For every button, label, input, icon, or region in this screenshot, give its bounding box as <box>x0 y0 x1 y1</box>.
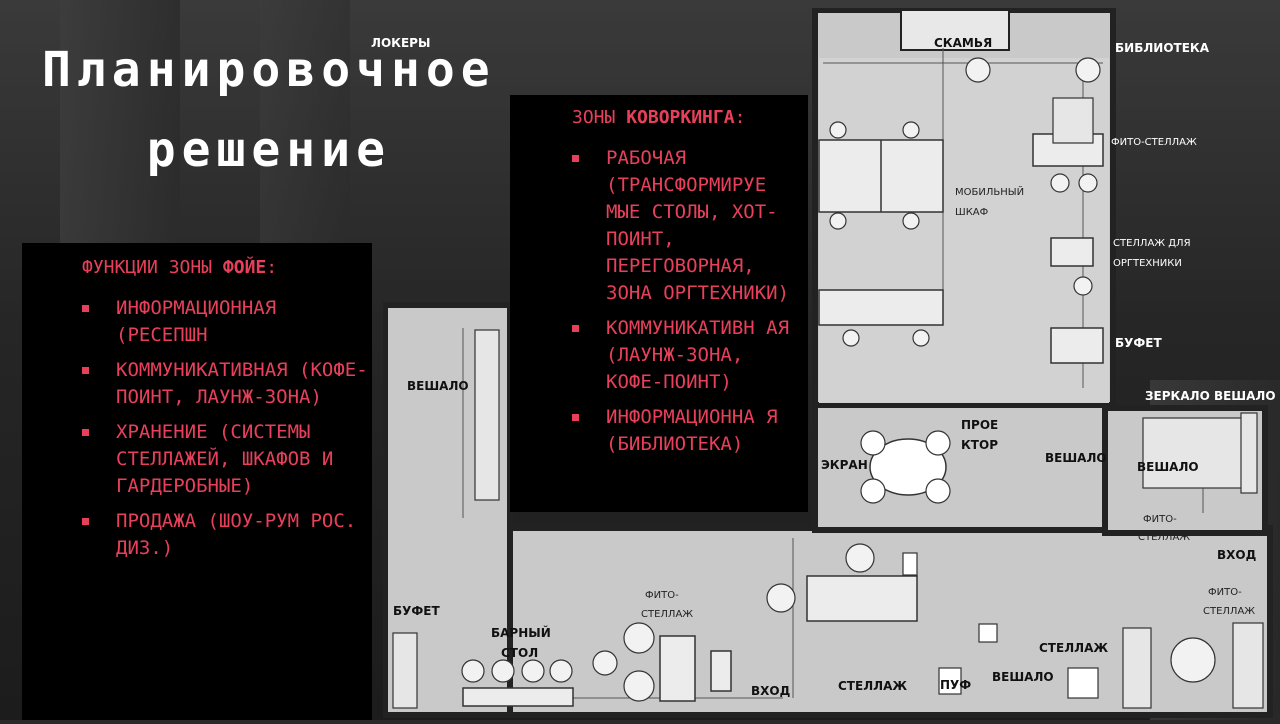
list-item: ИНФОРМАЦИОННА Я (БИБЛИОТЕКА) <box>572 404 804 458</box>
cowork-heading: ЗОНЫ КОВОРКИНГА: <box>572 107 745 128</box>
floor-plan-drawing <box>382 7 1273 718</box>
cowork-heading-prefix: ЗОНЫ <box>572 107 627 128</box>
cowork-heading-suffix: : <box>734 107 746 128</box>
list-item: ИНФОРМАЦИОННАЯ (РЕСЕПШН <box>82 295 372 349</box>
list-item: РАБОЧАЯ (ТРАНСФОРМИРУЕ МЫЕ СТОЛЫ, ХОТ-ПО… <box>572 145 804 307</box>
label-buffet-left: БУФЕТ <box>393 604 440 618</box>
list-item: ХРАНЕНИЕ (СИСТЕМЫ СТЕЛЛАЖЕЙ, ШКАФОВ И ГА… <box>82 419 372 500</box>
label-phyto-right-2: СТЕЛЛАЖ <box>1138 532 1191 543</box>
foyer-heading-prefix: ФУНКЦИИ ЗОНЫ <box>82 257 223 278</box>
coworking-zones-panel: ЗОНЫ КОВОРКИНГА: РАБОЧАЯ (ТРАНСФОРМИРУЕ … <box>510 95 808 512</box>
label-office-shelf-1: СТЕЛЛАЖ ДЛЯ <box>1113 238 1191 249</box>
list-item: КОММУНИКАТИВНАЯ (КОФЕ-ПОИНТ, ЛАУНЖ-ЗОНА) <box>82 357 372 411</box>
label-phyto-far-1: ФИТО- <box>1208 587 1242 598</box>
label-bar-2: СТОЛ <box>501 646 539 660</box>
page-title: Планировочное решение <box>42 30 496 190</box>
label-mobile-cabinet-2: ШКАФ <box>955 207 989 218</box>
label-mirror-hanger: ЗЕРКАЛО ВЕШАЛО <box>1145 389 1276 403</box>
label-pouf: ПУФ <box>940 678 972 692</box>
foyer-function-list: ИНФОРМАЦИОННАЯ (РЕСЕПШН КОММУНИКАТИВНАЯ … <box>82 295 372 570</box>
foyer-heading-suffix: : <box>266 257 278 278</box>
label-projector-2: КТОР <box>961 438 998 452</box>
floor-plan: ЛОКЕРЫ СКАМЬЯ БИБЛИОТЕКА ФИТО-СТЕЛЛАЖ МО… <box>371 7 1280 720</box>
label-shelf-bottom: СТЕЛЛАЖ <box>838 679 908 693</box>
label-buffet-right: БУФЕТ <box>1115 336 1162 350</box>
foyer-heading: ФУНКЦИИ ЗОНЫ ФОЙЕ: <box>82 257 277 278</box>
foyer-functions-panel: ФУНКЦИИ ЗОНЫ ФОЙЕ: ИНФОРМАЦИОННАЯ (РЕСЕП… <box>22 243 372 720</box>
label-entrance-right: ВХОД <box>1217 548 1257 562</box>
label-mobile-cabinet-1: МОБИЛЬНЫЙ <box>955 187 1025 198</box>
label-screen: ЭКРАН <box>821 458 868 472</box>
label-bench: СКАМЬЯ <box>934 36 993 50</box>
label-hanger-right: ВЕШАЛО <box>1137 460 1199 474</box>
label-entrance-bottom: ВХОД <box>751 684 791 698</box>
label-phyto-far-2: СТЕЛЛАЖ <box>1203 606 1256 617</box>
label-hanger-bottom: ВЕШАЛО <box>992 670 1054 684</box>
label-phyto-mid-2: СТЕЛЛАЖ <box>641 609 694 620</box>
label-office-shelf-2: ОРГТЕХНИКИ <box>1113 258 1182 269</box>
list-item: ПРОДАЖА (ШОУ-РУМ РОС. ДИЗ.) <box>82 508 372 562</box>
label-bar-1: БАРНЫЙ <box>491 626 551 640</box>
label-phyto-shelf-top: ФИТО-СТЕЛЛАЖ <box>1111 137 1197 148</box>
label-shelf-right: СТЕЛЛАЖ <box>1039 641 1109 655</box>
label-library: БИБЛИОТЕКА <box>1115 41 1210 55</box>
label-lockers: ЛОКЕРЫ <box>371 36 431 50</box>
list-item: КОММУНИКАТИВН АЯ (ЛАУНЖ-ЗОНА, КОФЕ-ПОИНТ… <box>572 315 804 396</box>
label-hanger-left: ВЕШАЛО <box>407 379 469 393</box>
label-projector-1: ПРОЕ <box>961 418 999 432</box>
foyer-heading-bold: ФОЙЕ <box>222 257 267 278</box>
cowork-heading-bold: КОВОРКИНГА <box>626 107 735 128</box>
label-hanger-mid: ВЕШАЛО <box>1045 451 1107 465</box>
cowork-zone-list: РАБОЧАЯ (ТРАНСФОРМИРУЕ МЫЕ СТОЛЫ, ХОТ-ПО… <box>572 145 804 466</box>
label-phyto-right-1: ФИТО- <box>1143 514 1177 525</box>
title-line-1: Планировочное <box>42 42 496 98</box>
label-phyto-mid-1: ФИТО- <box>645 590 679 601</box>
title-line-2: решение <box>146 122 391 178</box>
